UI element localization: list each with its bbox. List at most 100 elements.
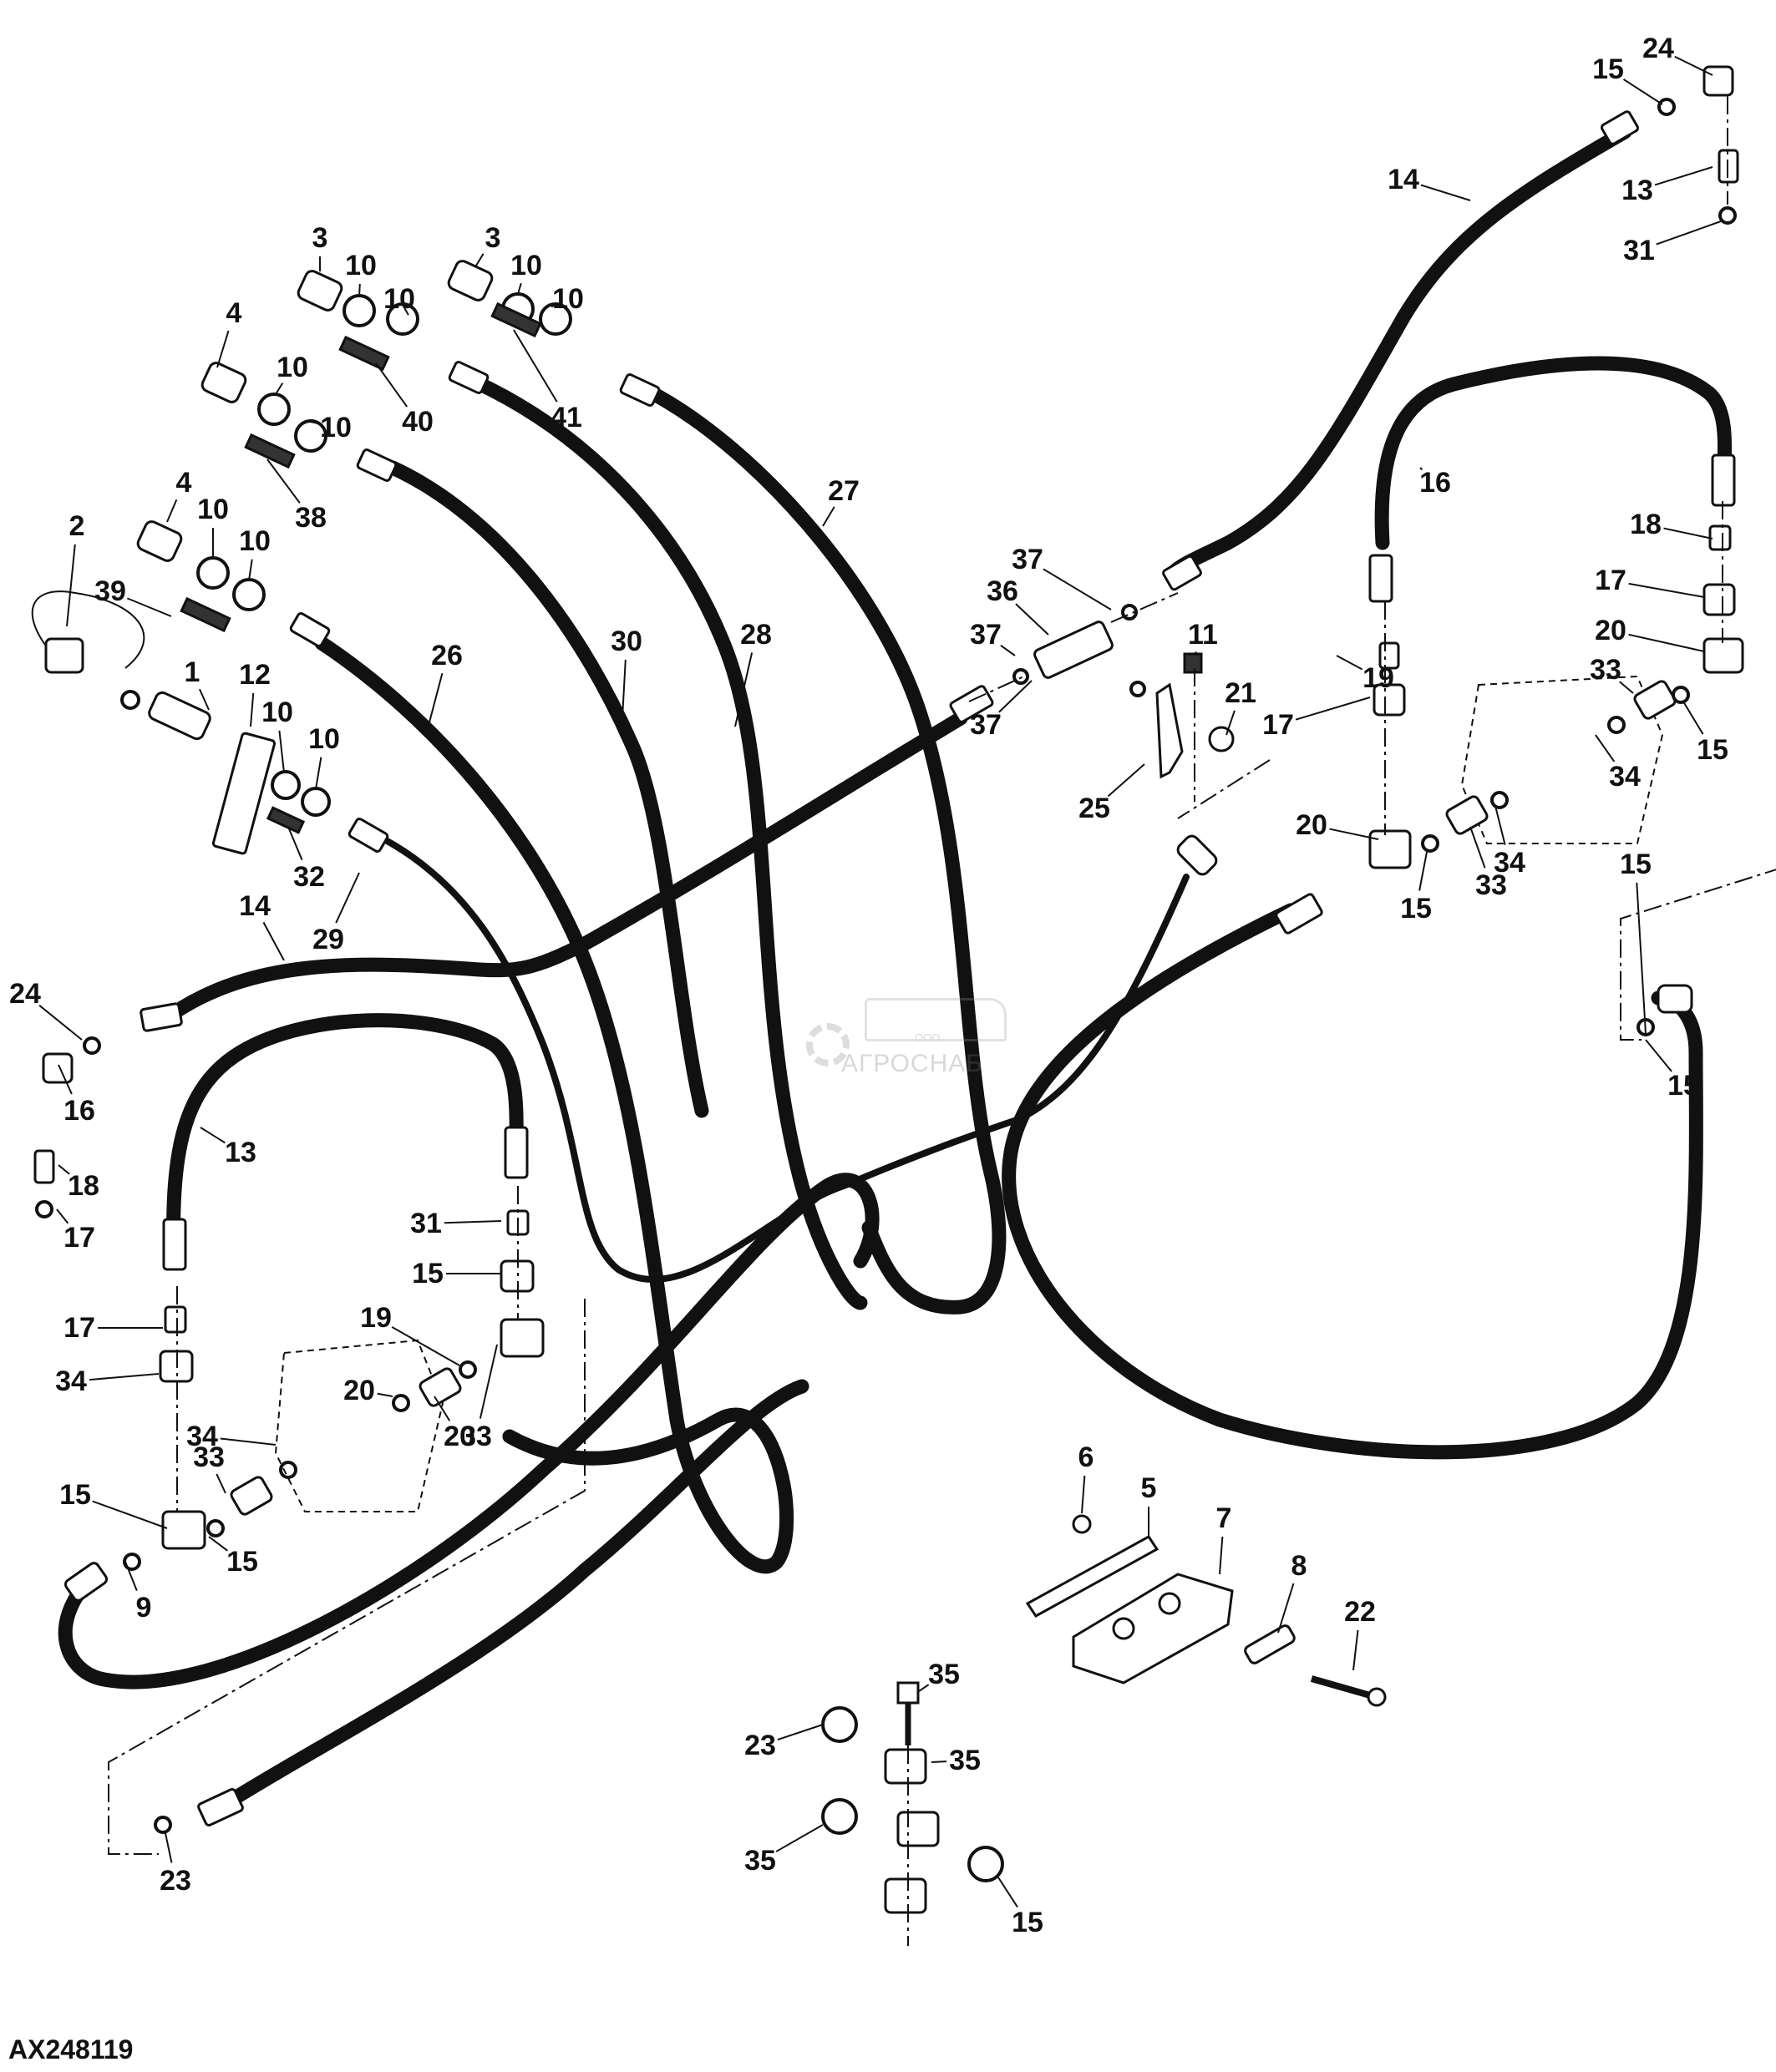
callout-label: 14 [239, 890, 271, 922]
hose-16-left [166, 1013, 524, 1269]
o-ring-37 [1121, 604, 1138, 621]
callout-5: 5 [1141, 1472, 1156, 1537]
callout-label: 10 [320, 412, 352, 443]
callout-17: 17 [1595, 565, 1705, 598]
tee-20 [161, 1510, 206, 1550]
callout-23: 23 [160, 1832, 191, 1897]
callout-label: 19 [1362, 662, 1394, 694]
callout-3: 3 [475, 222, 500, 266]
callout-18: 18 [58, 1164, 99, 1202]
callout-37: 37 [1012, 544, 1112, 610]
callout-25: 25 [1078, 763, 1145, 824]
callout-10: 10 [261, 697, 293, 773]
callout-label: 37 [1012, 544, 1043, 575]
hose-end-fitting [619, 373, 661, 407]
hose-end-fitting [162, 1218, 187, 1271]
o-ring-15 [123, 1553, 141, 1571]
callout-leader [38, 1005, 83, 1041]
callout-4: 4 [166, 467, 192, 523]
callout-leader [475, 253, 485, 266]
callout-17: 17 [63, 1312, 163, 1344]
clamp-10 [539, 302, 572, 336]
callout-leader [1619, 681, 1634, 694]
plate-6 [1025, 1535, 1159, 1618]
callout-leader [1663, 527, 1713, 540]
callout-label: 34 [1609, 761, 1641, 793]
o-ring-15 [83, 1036, 101, 1055]
callout-35: 35 [918, 1659, 960, 1692]
dust-cap-strap-2 [31, 590, 145, 669]
callout-leader [551, 304, 556, 308]
callout-label: 4 [176, 467, 192, 499]
callout-label: 39 [94, 575, 126, 607]
callout-10: 10 [510, 250, 542, 295]
clamp-10 [386, 302, 419, 336]
callout-label: 35 [744, 1845, 776, 1877]
callout-leader [248, 559, 253, 581]
callout-leader [622, 659, 627, 719]
callout-label: 33 [193, 1441, 225, 1473]
callout-38: 38 [266, 458, 327, 534]
callout-leader [66, 544, 76, 627]
callout-10: 10 [308, 723, 340, 790]
center-line [968, 674, 1028, 702]
left-pump-group [33, 1036, 586, 1855]
callout-label: 10 [239, 525, 271, 557]
callout-33: 33 [1590, 654, 1634, 694]
callout-label: 9 [136, 1592, 152, 1624]
callout-label: 40 [402, 406, 434, 438]
clamp-half-23 [884, 1748, 927, 1785]
callout-15: 15 [1620, 849, 1652, 1035]
hose-right-lower [1002, 903, 1703, 1460]
callout-label: 1 [185, 656, 200, 688]
o-ring-34 [392, 1394, 410, 1412]
callout-label: 10 [510, 250, 542, 281]
gear-icon [806, 1023, 850, 1066]
callout-2: 2 [66, 510, 84, 627]
callout-leader [89, 1373, 160, 1381]
callout-leader [479, 1344, 498, 1419]
bracket-39 [180, 596, 231, 633]
elbow-24 [1702, 65, 1734, 97]
callout-leader [208, 1536, 228, 1552]
callout-label: 14 [1388, 164, 1419, 195]
callout-label: 17 [1262, 709, 1294, 741]
callout-label: 31 [410, 1208, 442, 1239]
elbow-fitting [1176, 834, 1218, 876]
callout-label: 15 [1012, 1907, 1043, 1938]
callout-11: 11 [1188, 619, 1218, 656]
callout-leader [1225, 710, 1236, 736]
callout-label: 17 [1595, 565, 1626, 596]
clamp-half-23 [884, 1877, 927, 1914]
callout-label: 22 [1344, 1596, 1376, 1628]
callout-13: 13 [200, 1127, 256, 1168]
pump-outline [1460, 675, 1664, 844]
quick-coupler-4 [136, 520, 183, 562]
callout-label: 34 [186, 1421, 218, 1452]
o-ring-15 [1657, 98, 1676, 116]
callout-15: 15 [59, 1479, 168, 1529]
callout-13: 13 [1621, 166, 1713, 206]
callout-leader [199, 688, 210, 711]
callout-15: 15 [997, 1877, 1043, 1938]
adapter-33 [230, 1476, 273, 1516]
callout-leader [517, 282, 522, 295]
callout-label: 13 [225, 1137, 256, 1168]
callout-label: 7 [1216, 1502, 1232, 1534]
callout-10: 10 [275, 352, 308, 395]
callout-leader [1000, 644, 1016, 656]
callout-4: 4 [216, 297, 242, 368]
callout-26: 26 [425, 640, 463, 736]
callout-label: 35 [928, 1659, 960, 1690]
fittings [63, 110, 1736, 1827]
callout-label: 6 [1078, 1441, 1094, 1473]
callout-label: 3 [312, 222, 328, 254]
callout-leader [266, 458, 301, 504]
callout-leader [166, 499, 178, 523]
nut-17 [1373, 683, 1406, 717]
callout-label: 27 [828, 475, 860, 507]
callout-label: 10 [197, 494, 229, 525]
callout-leader [1628, 633, 1705, 652]
clamp-10 [301, 787, 331, 817]
